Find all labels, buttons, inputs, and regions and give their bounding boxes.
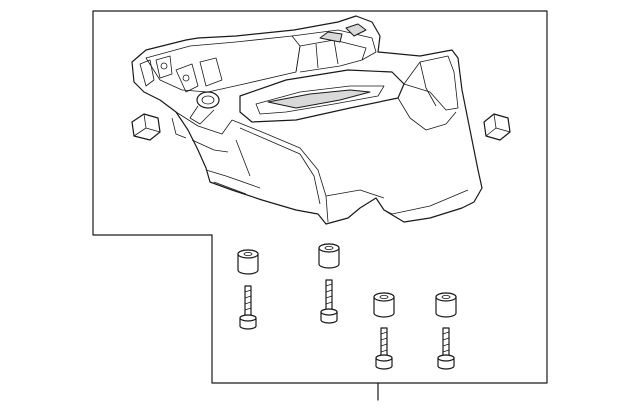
spacer <box>373 292 395 318</box>
clip-left <box>131 113 161 141</box>
clip-right <box>483 113 511 141</box>
bolt <box>437 327 455 370</box>
bolt <box>239 285 257 330</box>
diagram-frame <box>92 10 548 384</box>
bolt <box>320 279 338 324</box>
spacer <box>435 292 457 318</box>
console-body <box>131 15 483 225</box>
bolt <box>375 327 393 370</box>
spacer <box>237 249 259 275</box>
spacer <box>318 243 340 269</box>
